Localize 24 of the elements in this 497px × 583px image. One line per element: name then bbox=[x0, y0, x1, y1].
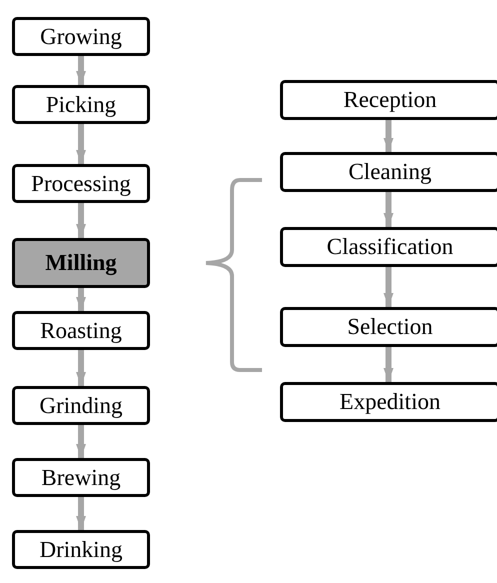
arrow bbox=[76, 124, 86, 164]
step-box: Growing bbox=[12, 17, 150, 56]
arrow bbox=[76, 497, 86, 530]
step-box: Expedition bbox=[280, 382, 497, 422]
step-box: Grinding bbox=[12, 386, 150, 425]
step-box: Selection bbox=[280, 307, 497, 347]
step-box: Cleaning bbox=[280, 152, 497, 192]
arrow bbox=[76, 350, 86, 386]
arrow bbox=[384, 192, 394, 227]
step-box: Processing bbox=[12, 164, 150, 203]
arrow bbox=[76, 56, 86, 85]
step-box: Brewing bbox=[12, 458, 150, 497]
arrow bbox=[76, 203, 86, 238]
highlighted-step-box: Milling bbox=[12, 238, 150, 288]
step-box: Classification bbox=[280, 227, 497, 267]
arrow bbox=[76, 288, 86, 311]
step-box: Picking bbox=[12, 85, 150, 124]
step-box: Drinking bbox=[12, 530, 150, 569]
arrow bbox=[384, 120, 394, 152]
arrow bbox=[384, 347, 394, 382]
step-box: Reception bbox=[280, 80, 497, 120]
arrow bbox=[76, 425, 86, 458]
arrow bbox=[384, 267, 394, 307]
step-box: Roasting bbox=[12, 311, 150, 350]
